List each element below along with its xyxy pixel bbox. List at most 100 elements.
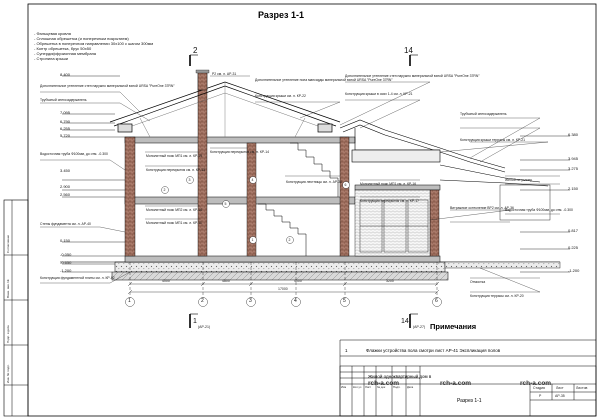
level-mark: 6.380 [568,132,579,137]
callout-label: Монолитный пояс МП1 см. л. КР-19 [146,154,203,158]
callout-label: Дополнительное утепление стен наружно ми… [40,84,175,88]
column-header: Подп. [393,385,401,389]
column-header: Кол.уч [353,385,362,389]
callout-label: Конструкция перекрытия см. л. КР-14 [210,150,270,154]
sheet-name: Разрез 1-1 [457,398,482,404]
level-mark: 0.225 [568,245,579,250]
project-name: Жилой одноквартирный дом в [368,374,432,379]
callout-label: Трубчатый снегозадержатель [40,98,87,102]
dimension-value: 4000 [294,279,302,283]
section-cut-marks [189,54,418,328]
left-level-ticks [62,75,125,273]
callout-label: Конструкция фундаментной плиты см. л. КР… [40,276,115,280]
section-mark-left: 2 [193,46,198,55]
column-header: Дата [407,385,414,389]
callout-label: Стены фундамента см. л. АР-40 [40,222,91,226]
level-mark: 2.560 [60,192,71,197]
dimension-lines [127,281,440,295]
column-header: Изм [341,385,347,389]
axis-label: 6 [435,298,438,304]
main-roof [109,81,341,138]
wall-tags [161,176,350,244]
callout-label: Конструкция перекрытия см. л. КР-17 [360,199,420,203]
callout-label: Конструкция крыши террасы см. л. КР-21 [460,138,526,142]
roof-layer-item: - Сплошная обрешетка (и поперечным покры… [34,36,129,41]
level-mark: 3.945 [568,156,579,161]
roof-layer-item: - Контр обрешетка, брус 50х50 [34,46,92,51]
axis-label: 2 [201,298,204,304]
drawing-title: Разрез 1-1 [258,10,304,20]
level-mark: -0.650 [60,260,72,265]
wall-tag: 1 [251,238,254,242]
chimney [195,69,210,91]
dim-total: 17000 [278,287,288,291]
callout-label: Витражное остекление ВР2 см. л. АР-36 [450,206,514,210]
level-mark: 8.400 [60,72,71,77]
bottom-mark-left: 1 [193,318,197,325]
bottom-mark-left-ref: (АР-21) [198,325,211,329]
side-stamp-label: Согласовано [6,234,10,253]
axis-label: 3 [249,298,252,304]
callout-label: Дополнительное утепление стен наружно ми… [345,74,480,78]
callout-label: Конструкция крыши см. л. КР-22 [255,94,306,98]
wall-tag: 2 [163,188,166,192]
note-number: 1 [345,348,348,353]
column-header: № док [377,385,386,389]
level-mark: 3.275 [568,166,579,171]
callout-label: Монолитный пояс МП2 см. л. КР-10 [146,208,203,212]
stage-label: Стадия [533,386,545,390]
sheet-label: Лист [556,386,564,390]
roof-layer-item: - Стропила крыши [34,56,68,61]
side-stamp-label: Взам. инв. № [6,279,10,298]
level-mark: 7.095 [60,110,71,115]
dimension-value: 4000 [162,279,170,283]
callout-label: Монолитный пояс МП1 см. л. КР-11 [146,221,202,225]
wall-tag: 6 [344,183,347,187]
wall-tag: 5 [224,202,227,206]
callout-label: Дополнительное утепление пола мансарды м… [255,78,393,82]
level-mark: 2.150 [568,186,579,191]
bottom-mark-right-ref: (АР-27) [413,325,426,329]
bottom-mark-right: 14 [401,318,409,325]
ground-section [60,261,561,281]
callout-label: Р2 см. л. АР-31 [212,72,237,76]
level-mark: 5.720 [60,133,71,138]
watermark-3: rch-a.com [520,380,552,387]
side-stamp [3,199,29,417]
roof-layer-item: - Супердиффузионная мембрана [34,51,97,56]
right-level-ticks [520,135,570,273]
callout-label: Конструкция лестницы см. л. АР-30 [286,180,343,184]
column-header: Лист [365,385,372,389]
callout-label: Водосточная труба Ф100мм, до отм. -0.300 [40,152,108,156]
roof-layer-item: - Обрешетка в поперечном направлении 30х… [34,41,154,46]
leader-lines [40,75,560,293]
terrace-roof [339,119,551,221]
level-mark: 6.255 [60,126,71,131]
watermark-1: rch-a.com [368,380,400,387]
wall-tag: 4 [251,178,254,182]
axis-label: 5 [343,298,346,304]
note-text: Флажки устройства пола смотри лист АР-41… [366,348,501,353]
watermark-2: rch-a.com [440,380,472,387]
section-mark-right: 14 [404,46,413,55]
level-mark: 2.900 [60,184,71,189]
level-mark: 3.450 [60,168,71,173]
axis-label: 1 [128,298,131,304]
side-stamp-label: Подп. и дата [6,325,10,343]
roof-layer-item: - Фальцевая кровля [34,31,71,36]
callout-label: Конструкция террасы см. л. КР-20 [470,294,524,298]
stage-value: Р [539,394,542,398]
dimension-value: 4800 [222,279,230,283]
notes-title: Примечания [430,322,477,331]
callout-label: Монолитный пояс МП1 см. л. КР-16 [360,182,417,186]
callout-label: Конструкция крыши в осях 1-4 см. л. КР-2… [345,92,413,96]
title-block [339,365,597,417]
side-stamp-label: Инв. № подл. [6,364,10,383]
callout-label: Конструкция перекрытия см. л. КР-13 [146,168,206,172]
dimension-value: 3200 [386,279,394,283]
level-mark: -1.200 [60,268,72,273]
brick-walls [124,71,440,257]
level-mark: 0.150 [60,238,71,243]
terrace-glazing [359,199,429,253]
